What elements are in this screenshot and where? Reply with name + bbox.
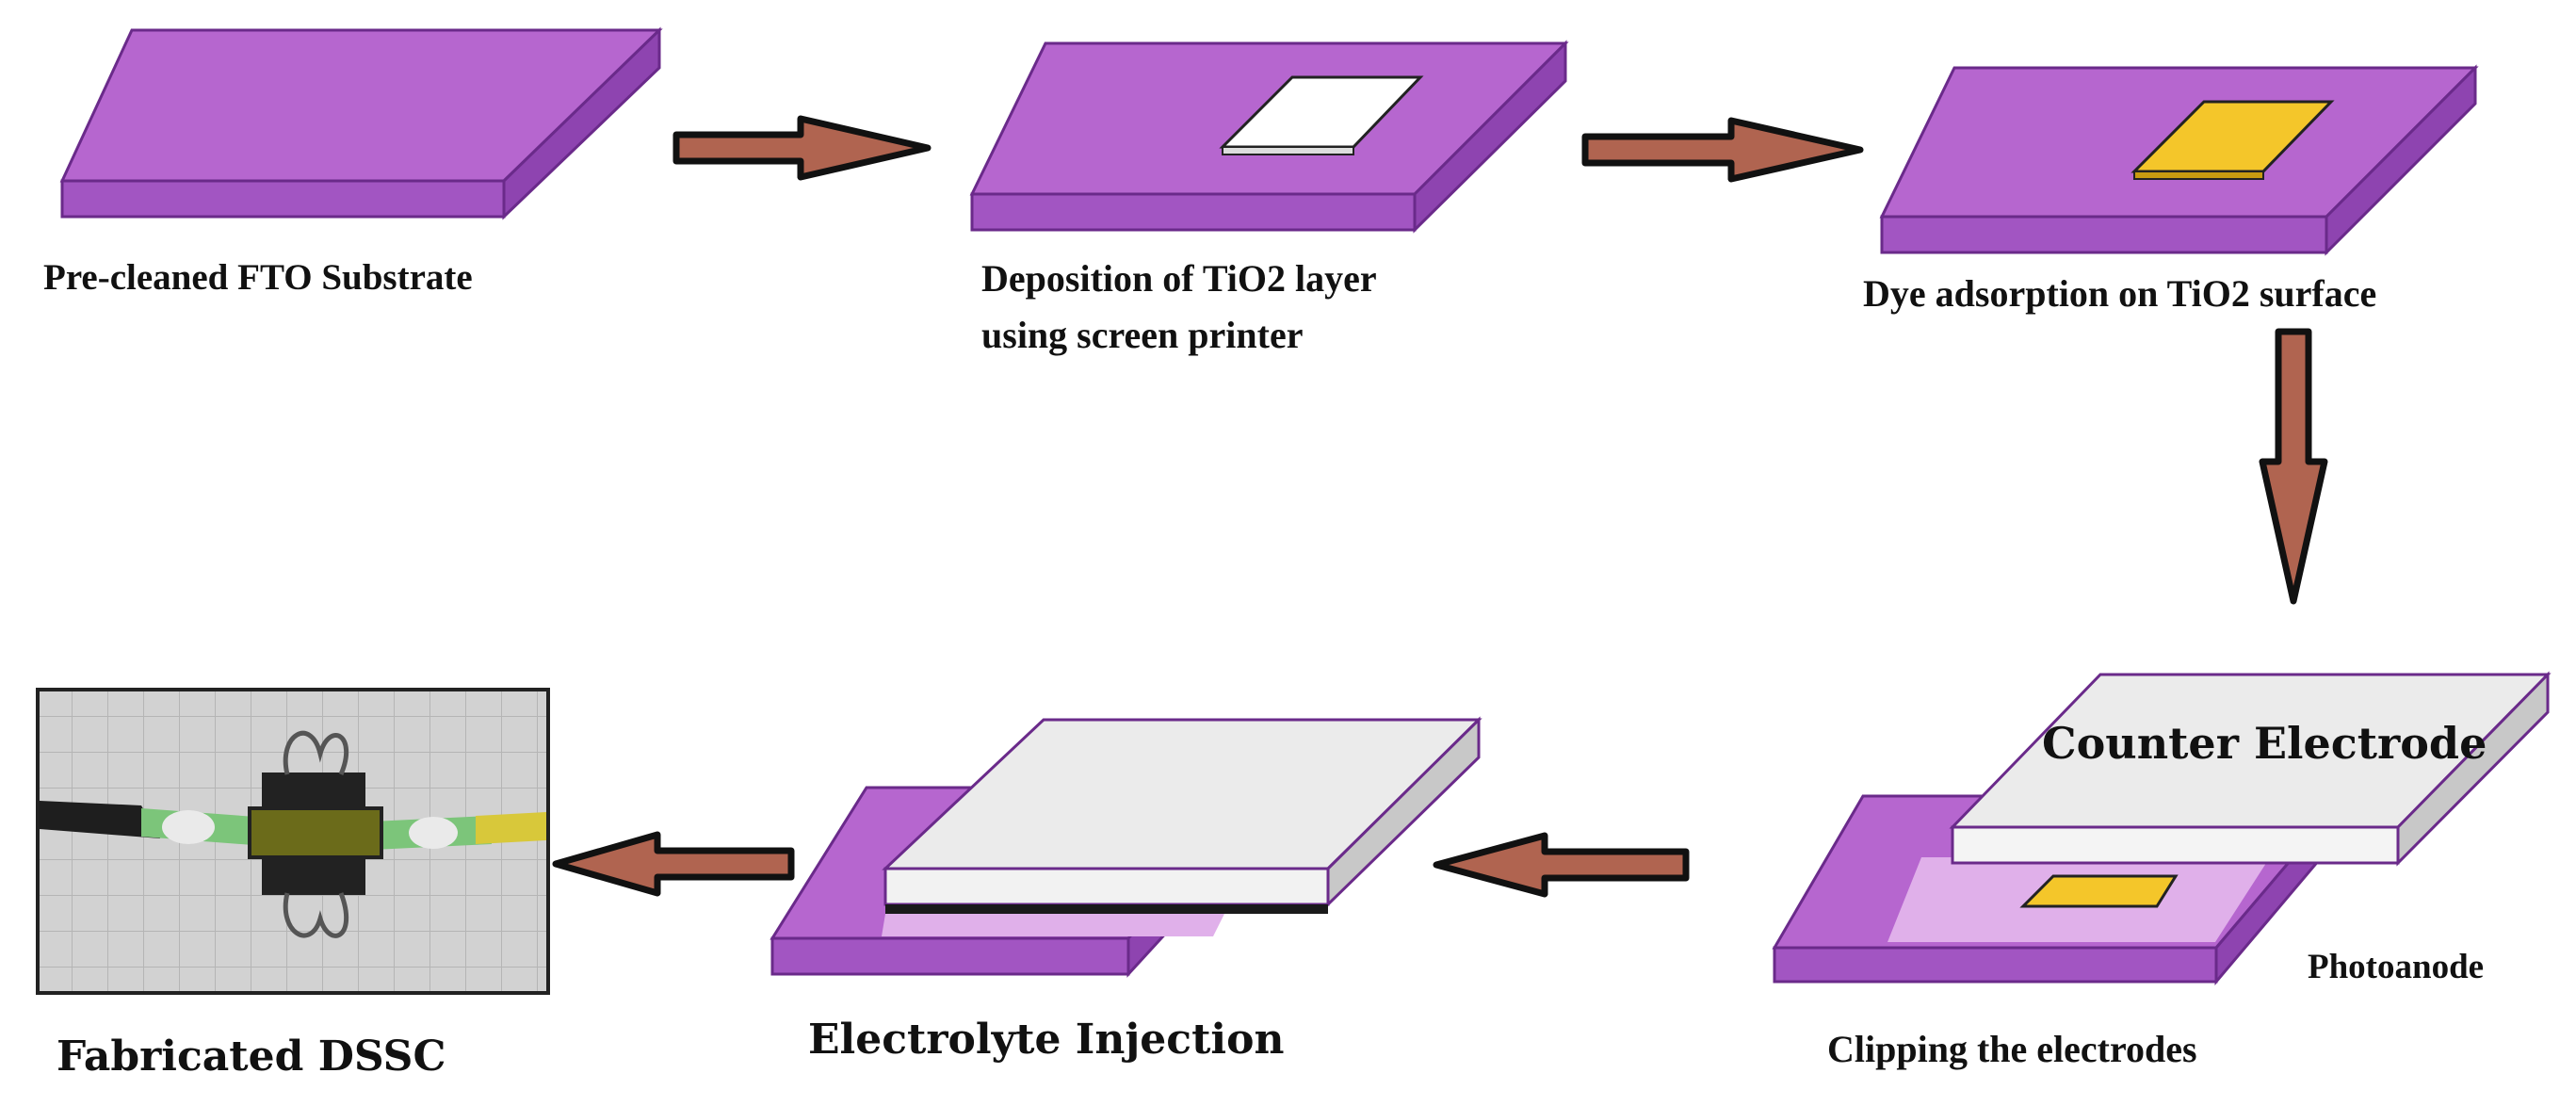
photoanode-label: Photoanode xyxy=(2308,948,2485,986)
step4-label: Clipping the electrodes xyxy=(1827,1028,2197,1070)
step6-label: Fabricated DSSC xyxy=(57,1033,446,1081)
step5-label: Electrolyte Injection xyxy=(808,1016,1285,1064)
arrow-left-1 xyxy=(1433,832,1690,898)
step2-label-line2: using screen printer xyxy=(981,314,1304,356)
tio2-layer xyxy=(1219,75,1424,155)
injection-counter-electrode xyxy=(882,716,1482,914)
arrow-right-2 xyxy=(1581,117,1864,183)
counter-electrode-plate xyxy=(1949,671,2552,867)
step2-label: Deposition of TiO2 layer using screen pr… xyxy=(981,251,1377,364)
step1-label: Pre-cleaned FTO Substrate xyxy=(43,257,473,298)
arrow-right-1 xyxy=(672,115,932,181)
dye-layer xyxy=(2130,100,2335,180)
arrow-left-2 xyxy=(552,831,795,897)
arrow-down-1 xyxy=(2259,328,2328,605)
dye-layer-photoanode xyxy=(2019,874,2179,908)
fto-substrate-plate xyxy=(59,26,663,220)
fabricated-dssc-photo xyxy=(36,688,550,995)
counter-electrode-label: Counter Electrode xyxy=(2042,718,2487,769)
step2-label-line1: Deposition of TiO2 layer xyxy=(981,257,1377,300)
step3-label: Dye adsorption on TiO2 surface xyxy=(1863,272,2377,315)
